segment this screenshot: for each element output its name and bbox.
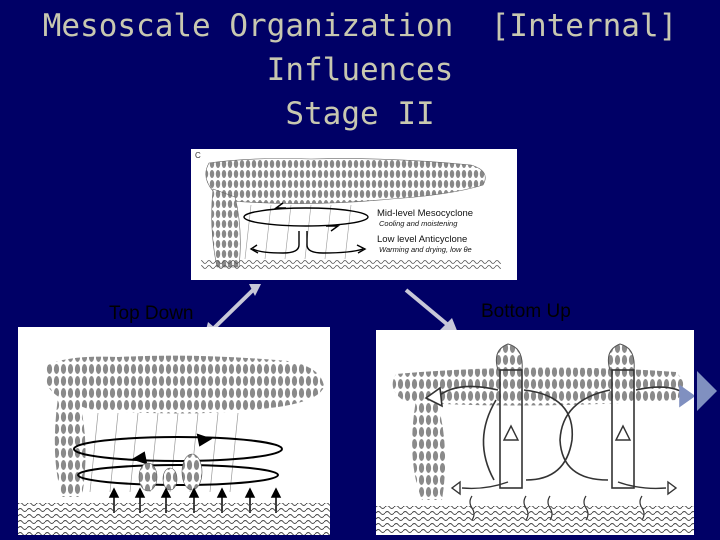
label-mid-level-sub: Cooling and moistening xyxy=(379,219,458,228)
ground-surface xyxy=(201,259,501,269)
small-cumulus-cells xyxy=(138,453,203,492)
cold-pool-arrows xyxy=(450,480,678,496)
top-down-diagram xyxy=(18,355,330,535)
ground-surface xyxy=(18,503,330,535)
label-top-down: Top Down xyxy=(109,303,194,324)
cloud-tower xyxy=(412,400,446,500)
label-low-level-sub: Warming and drying, low θe xyxy=(379,245,472,254)
low-level-anticyclone-arrows xyxy=(249,231,367,254)
bottom-up-branch-arrow xyxy=(404,288,458,333)
bottom-up-diagram xyxy=(376,343,694,535)
title-line-1: Mesoscale Organization [Internal] xyxy=(42,8,678,44)
label-low-level: Low level Anticyclone xyxy=(377,234,467,245)
label-mid-level: Mid-level Mesocyclone xyxy=(377,208,473,219)
top-diagram-panel: C Mid-level Mesocyclone Cooling and mois… xyxy=(191,149,517,280)
updraft-tower-right xyxy=(607,343,635,489)
cloud-tower xyxy=(211,188,241,268)
slide-title: Mesoscale Organization [Internal] Influe… xyxy=(0,4,720,136)
mid-level-rotation-arrows xyxy=(73,433,283,486)
updraft-tower-left xyxy=(495,343,523,489)
panel-letter: C xyxy=(195,151,201,160)
label-bottom-up: Bottom Up xyxy=(481,301,571,322)
anvil-cloud xyxy=(392,367,684,406)
title-line-2: Influences xyxy=(266,52,454,88)
ground-surface xyxy=(376,506,694,535)
rain-streaks xyxy=(244,204,352,260)
top-down-diagram-panel xyxy=(18,327,330,535)
mid-level-mesocyclone-arrows xyxy=(243,202,369,232)
bottom-up-diagram-panel xyxy=(376,330,694,535)
circulation-arrows xyxy=(424,384,694,481)
top-diagram: C Mid-level Mesocyclone Cooling and mois… xyxy=(195,151,501,269)
title-line-3: Stage II xyxy=(285,96,435,132)
right-edge-arrow xyxy=(697,371,717,411)
anvil-cloud xyxy=(205,158,486,204)
anvil-cloud xyxy=(45,355,324,414)
cloud-tower xyxy=(54,397,86,497)
